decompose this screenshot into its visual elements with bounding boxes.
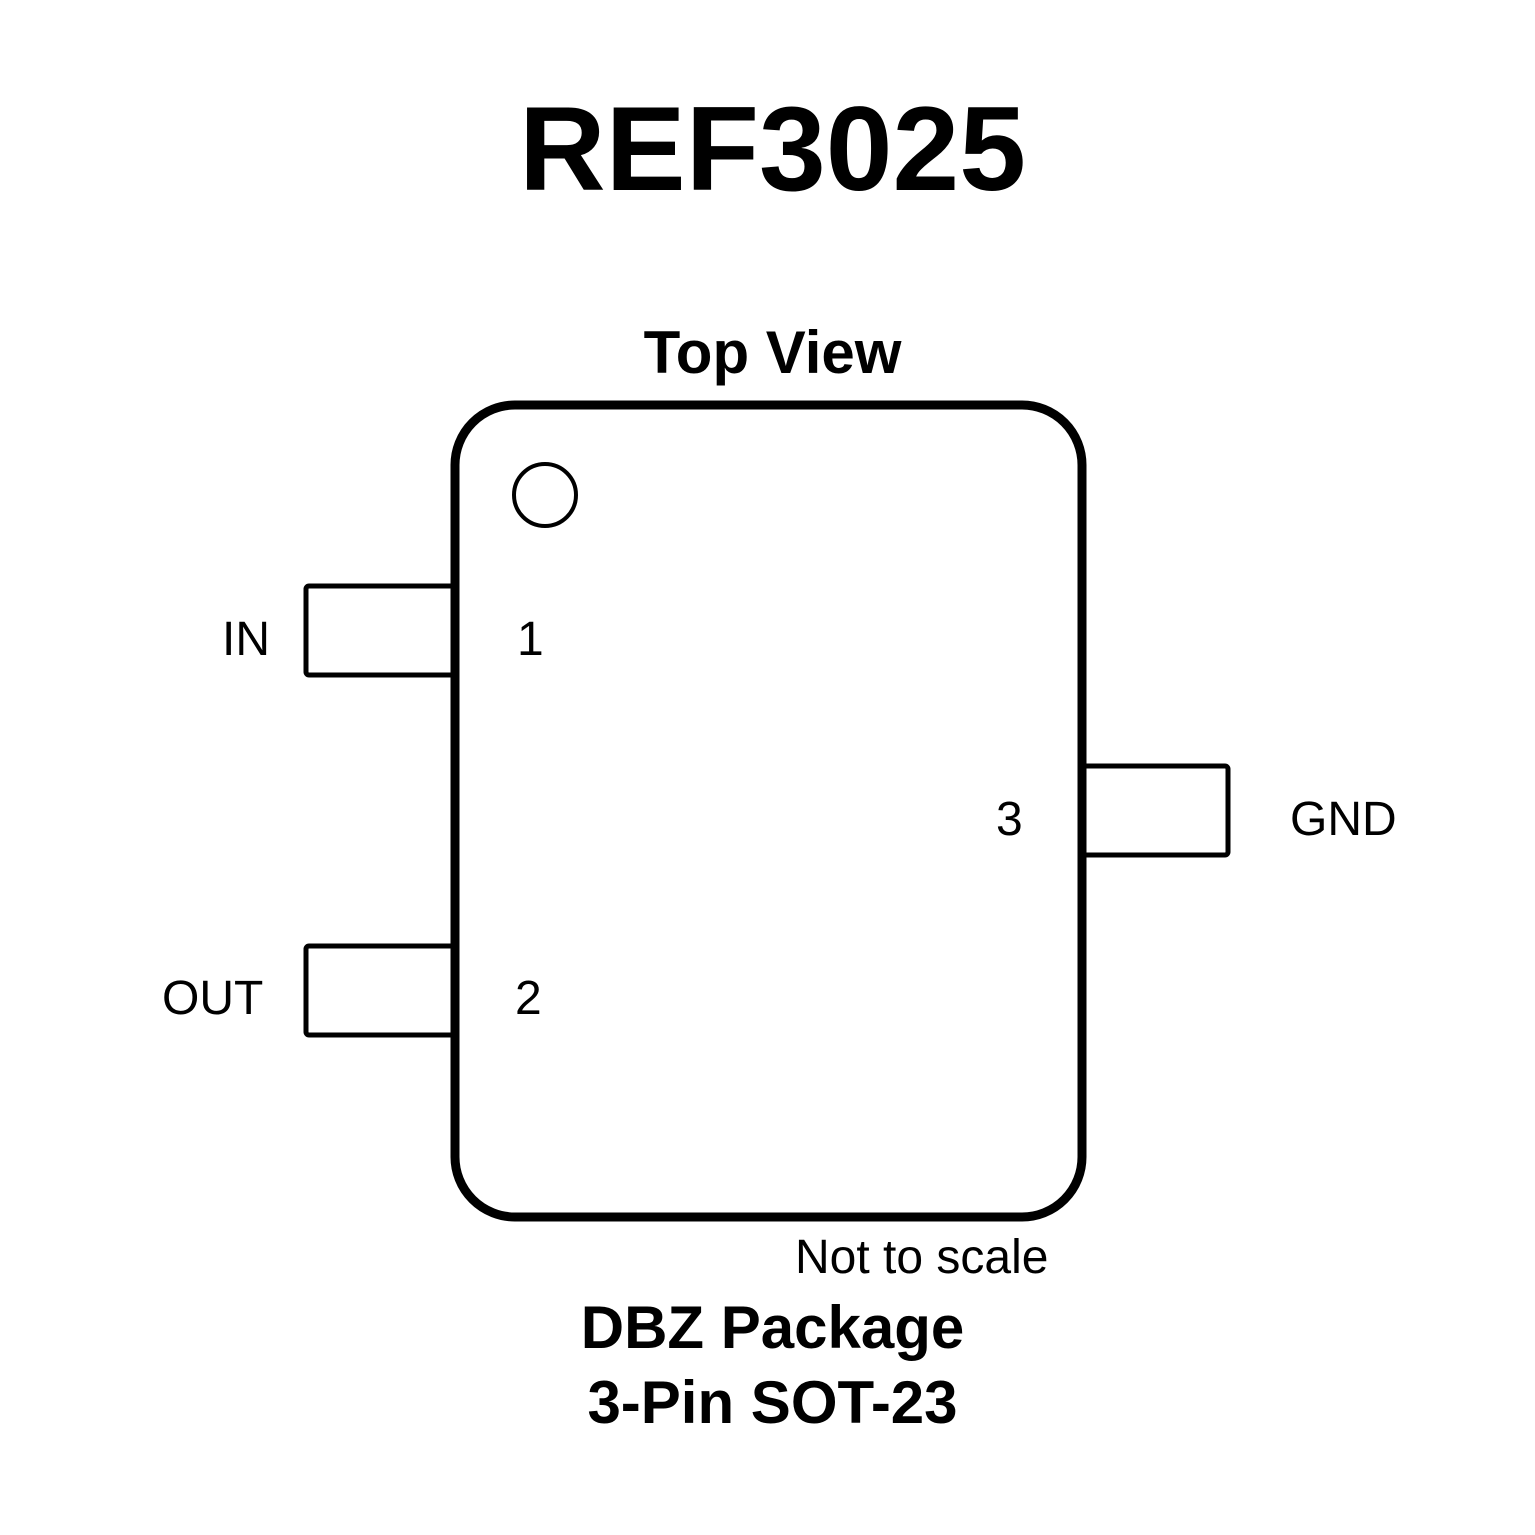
pin-2-number: 2	[515, 972, 542, 1025]
package-type: 3-Pin SOT-23	[587, 1369, 958, 1436]
pin-2-name: OUT	[162, 972, 264, 1025]
pin-3-lead	[1086, 763, 1231, 858]
view-label: Top View	[643, 319, 902, 386]
pin-3-name: GND	[1290, 793, 1397, 846]
pin-1-lead	[303, 583, 451, 678]
package-body	[450, 400, 1087, 1222]
scale-note: Not to scale	[795, 1231, 1049, 1284]
pin-1-number: 1	[517, 613, 544, 666]
package-name: DBZ Package	[580, 1294, 965, 1361]
pin-2-lead	[303, 943, 451, 1038]
pin-3-number: 3	[996, 793, 1023, 846]
pin1-marker	[512, 462, 578, 528]
title: REF3025	[519, 82, 1026, 216]
pin-1-name: IN	[222, 613, 270, 666]
